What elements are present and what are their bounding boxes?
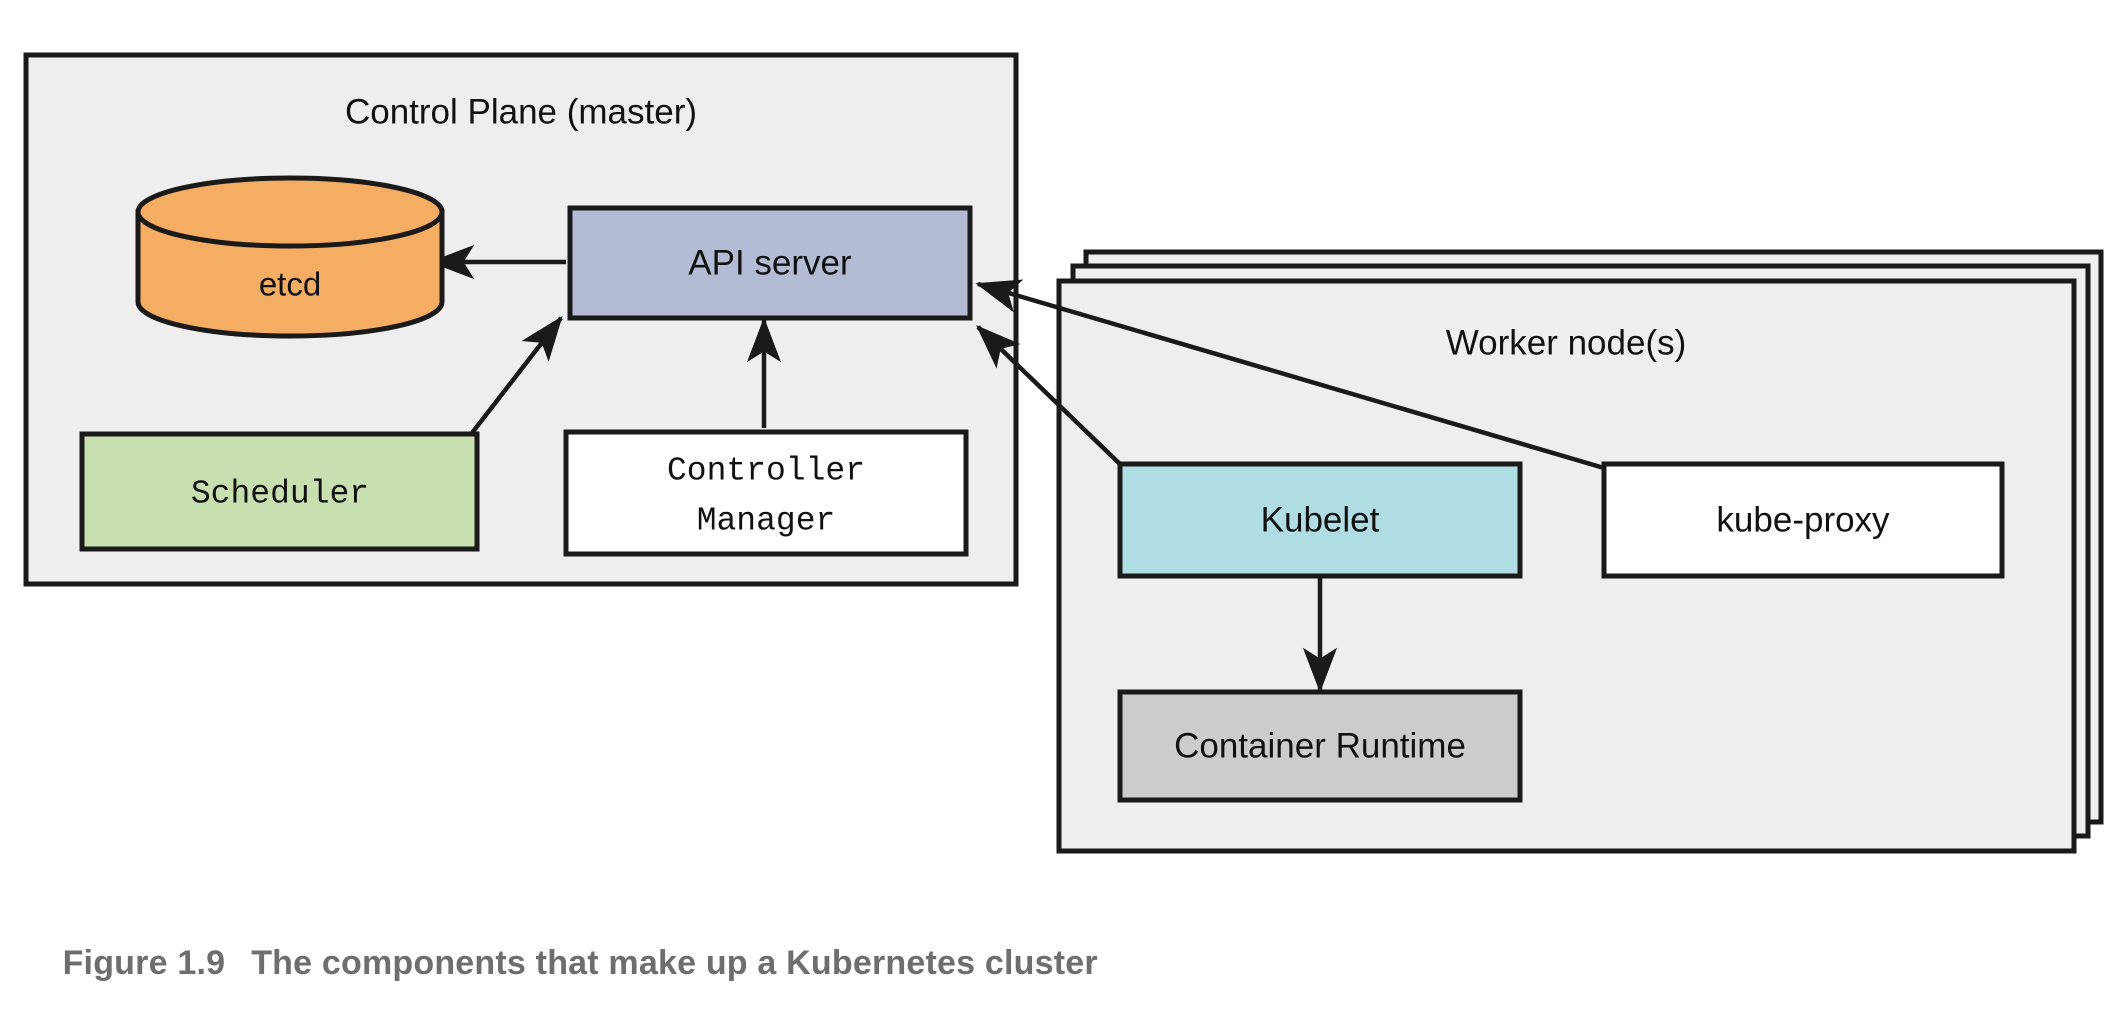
edge-kubelet-to-api <box>976 325 1124 468</box>
etcd-node[interactable]: etcd <box>135 175 445 339</box>
container-runtime-box <box>1117 689 1523 803</box>
edge-kube-proxy-to-api <box>975 279 1605 471</box>
connectors <box>429 244 1605 693</box>
kube-proxy-box <box>1601 461 2005 579</box>
etcd-cylinder-top <box>135 175 445 249</box>
controller-manager-node[interactable]: Controller Manager <box>563 429 969 557</box>
edge-scheduler-to-api <box>470 315 563 435</box>
controller-manager-label-line1: Controller <box>667 453 865 490</box>
scheduler-label: Scheduler <box>191 476 369 513</box>
etcd-label: etcd <box>259 266 321 303</box>
kubelet-node[interactable]: Kubelet <box>1117 461 1523 579</box>
controller-manager-box <box>563 429 969 557</box>
api-server-node[interactable]: API server <box>567 205 973 321</box>
container-runtime-label: Container Runtime <box>1174 726 1466 765</box>
api-server-label: API server <box>688 243 852 282</box>
kubelet-box <box>1117 461 1523 579</box>
scheduler-node[interactable]: Scheduler <box>79 431 480 552</box>
kube-proxy-node[interactable]: kube-proxy <box>1601 461 2005 579</box>
figure-caption: Figure 1.9 The components that make up a … <box>24 905 1624 1022</box>
kube-proxy-label: kube-proxy <box>1716 500 1890 539</box>
figure-root: etcd API server Scheduler Controller Man… <box>23 52 2104 982</box>
control-plane-label: Control Plane (master) <box>345 92 697 131</box>
worker-node-label: Worker node(s) <box>1446 323 1687 362</box>
kubelet-label: Kubelet <box>1261 500 1380 539</box>
figure-title: The components that make up a Kubernetes… <box>251 944 1098 982</box>
figure-number: Figure 1.9 <box>62 944 226 982</box>
controller-manager-label-line2: Manager <box>697 503 836 540</box>
kubernetes-architecture-diagram: etcd API server Scheduler Controller Man… <box>23 52 2104 854</box>
scheduler-box <box>79 431 480 552</box>
container-runtime-node[interactable]: Container Runtime <box>1117 689 1523 803</box>
api-server-box <box>567 205 973 321</box>
